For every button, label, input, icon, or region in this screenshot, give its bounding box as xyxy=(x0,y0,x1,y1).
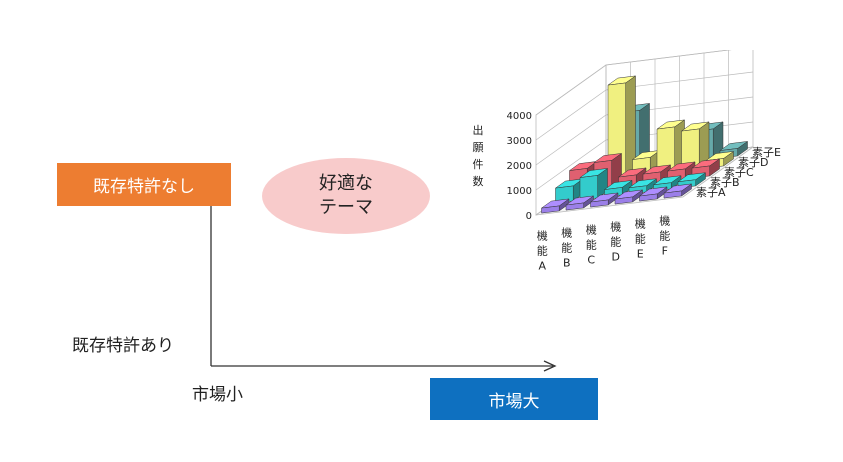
category-label-char: 能 xyxy=(586,238,597,252)
chart-text: 01000200030004000出願件数機能A機能B機能C機能D機能E機能F素… xyxy=(473,111,781,273)
category-label-char: 機 xyxy=(537,229,548,243)
y-axis-label-char: 数 xyxy=(473,175,484,188)
bar xyxy=(614,189,643,205)
market-large-box: 市場大 xyxy=(430,378,598,420)
series-label: 素子B xyxy=(710,176,740,189)
grid-line xyxy=(535,50,732,116)
category-label-char: 能 xyxy=(659,229,670,243)
series-label: 素子E xyxy=(752,146,781,159)
grid-line xyxy=(535,71,754,141)
category-label-char: 能 xyxy=(610,235,621,249)
category-label-char: 機 xyxy=(586,223,597,237)
category-label-char: 機 xyxy=(561,226,572,240)
category-label-char: E xyxy=(637,248,644,261)
suitable-theme-line2: テーマ xyxy=(319,197,373,218)
market-small-label: 市場小 xyxy=(192,385,243,405)
category-label-char: B xyxy=(563,257,571,270)
category-label-char: 機 xyxy=(659,214,670,228)
chart-bars xyxy=(541,75,748,214)
bar xyxy=(681,121,710,172)
series-label: 素子C xyxy=(724,166,754,179)
y-tick-label: 2000 xyxy=(507,161,532,172)
y-tick-label: 4000 xyxy=(507,111,532,122)
suitable-theme-line1: 好適な xyxy=(319,173,373,194)
category-label-char: 機 xyxy=(635,217,646,231)
grid-line xyxy=(535,96,754,166)
category-label-char: 能 xyxy=(561,241,572,255)
category-label-char: 能 xyxy=(537,244,548,258)
bar xyxy=(663,183,692,199)
category-label-char: D xyxy=(612,251,620,264)
no-existing-patent-box: 既存特許なし xyxy=(57,163,231,206)
y-tick-label: 3000 xyxy=(507,136,532,147)
suitable-theme-ellipse: 好適な テーマ xyxy=(262,158,430,234)
y-axis-label-char: 願 xyxy=(473,141,484,154)
bar xyxy=(590,192,619,208)
arrow-head-icon xyxy=(543,360,557,372)
category-label-char: A xyxy=(538,260,546,273)
bar xyxy=(639,186,668,202)
y-axis-label-char: 件 xyxy=(473,158,484,171)
y-tick-label: 0 xyxy=(526,211,532,222)
patent-3d-bar-chart: 01000200030004000出願件数機能A機能B機能C機能D機能E機能F素… xyxy=(473,50,781,273)
category-label-char: 機 xyxy=(610,220,621,234)
series-label: 素子A xyxy=(696,186,726,199)
category-label-char: 能 xyxy=(635,232,646,246)
category-label-char: F xyxy=(662,245,668,258)
no-existing-patent-label: 既存特許なし xyxy=(93,177,195,197)
market-large-label: 市場大 xyxy=(488,391,540,412)
bar xyxy=(565,195,594,211)
category-label-char: C xyxy=(587,254,595,267)
y-tick-label: 1000 xyxy=(507,186,532,197)
bar xyxy=(541,198,570,214)
y-axis-label-char: 出 xyxy=(473,123,484,137)
existing-patent-label: 既存特許あり xyxy=(72,336,174,356)
series-label: 素子D xyxy=(738,156,768,169)
